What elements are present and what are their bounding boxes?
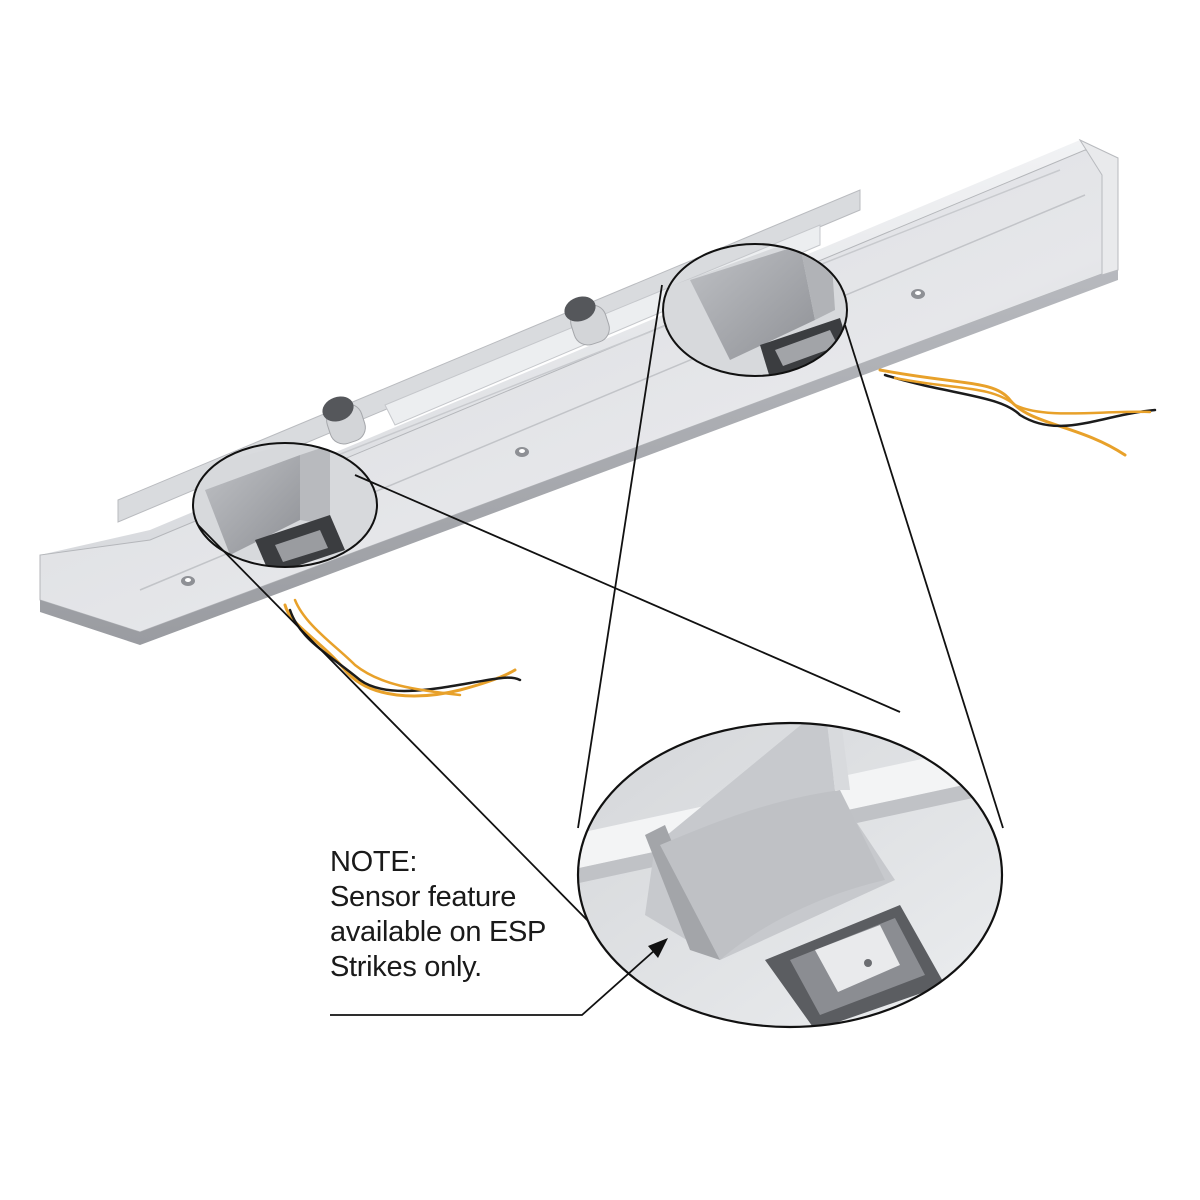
- zoom-detail: [576, 721, 1004, 1029]
- callout-circle-left: [192, 442, 378, 568]
- screw-icon: [515, 447, 529, 457]
- plunger-button-icon: [322, 396, 366, 445]
- arrow-head-icon: [648, 938, 668, 958]
- callout-circle-right: [662, 243, 848, 377]
- note-line-2: available on ESP: [330, 916, 547, 948]
- note-text: NOTE: Sensor feature available on ESP St…: [330, 845, 570, 985]
- back-rail: [117, 189, 861, 523]
- plunger-button-icon: [564, 296, 610, 346]
- latch-block: [205, 455, 300, 555]
- latch-block: [690, 245, 815, 360]
- screw-icon: [181, 576, 195, 586]
- callout-lines: [197, 284, 1004, 926]
- wires-right: [878, 368, 1157, 457]
- screw-icon: [911, 289, 925, 299]
- note-line-3: Strikes only.: [330, 951, 482, 983]
- note-heading: NOTE:: [330, 846, 418, 878]
- note-line-1: Sensor feature: [330, 881, 517, 913]
- bar-end-cap: [1078, 138, 1119, 276]
- note-pointer: [330, 938, 668, 1016]
